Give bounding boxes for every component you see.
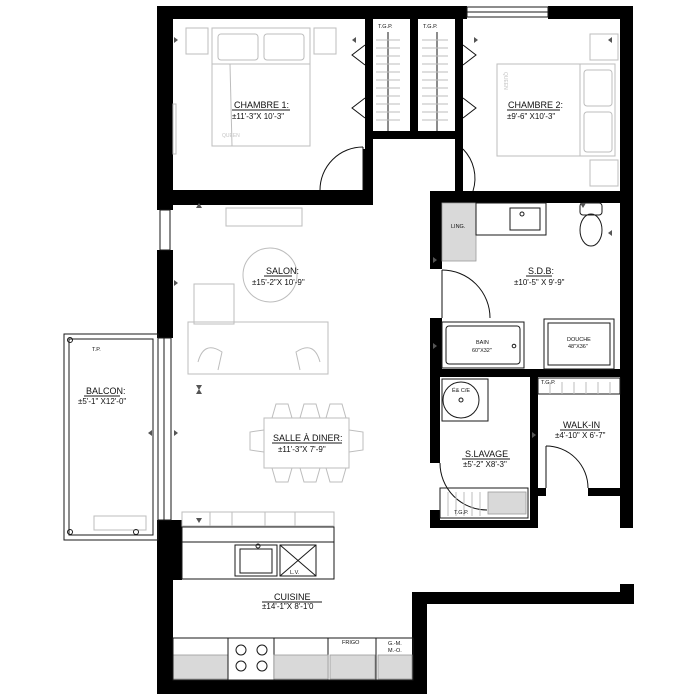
balcony-tp-label: T.P. bbox=[92, 347, 101, 353]
room-labels: CHAMBRE 1: ±11'-3"X 10'-3" CHAMBRE 2: ±9… bbox=[78, 100, 606, 611]
bath-label: BAIN bbox=[476, 340, 489, 346]
room-name-balcon: BALCON: bbox=[86, 386, 126, 396]
room-dims-diner: ±11'-3"X 7'-9" bbox=[278, 445, 326, 454]
room-dims-balcon: ±5'-1" X12'-0" bbox=[78, 397, 126, 406]
bed-size-label-1: QUEEN bbox=[222, 133, 240, 139]
doors bbox=[319, 146, 589, 511]
bed-size-label-2: QUEEN bbox=[502, 72, 508, 90]
room-dims-chambre2: ±9'-6" X10'-3" bbox=[507, 112, 555, 121]
room-name-salon: SALON: bbox=[266, 266, 299, 276]
shower-label: DOUCHE bbox=[567, 337, 591, 343]
chambre1-furniture: QUEEN bbox=[172, 27, 337, 155]
laundry-tgp-label: T.G.P. bbox=[454, 510, 469, 516]
room-name-chambre2: CHAMBRE 2: bbox=[508, 100, 563, 110]
room-name-lavage: S.LAVAGE bbox=[465, 449, 508, 459]
interior-walls bbox=[173, 19, 620, 528]
chambre2-furniture: QUEEN bbox=[496, 33, 619, 187]
exterior-walls bbox=[157, 6, 634, 694]
fridge-label: FRIGO bbox=[342, 640, 360, 646]
laundry-walkin: É& C/E T.G.P. T.G.P. bbox=[439, 377, 621, 519]
living-furniture bbox=[187, 207, 364, 483]
room-dims-cuisine: ±14'-1"X 8'-1'0 bbox=[262, 602, 314, 611]
washer-label: É& C/E bbox=[452, 387, 470, 394]
bath-size: 60"X32" bbox=[472, 348, 492, 354]
bathroom-fixtures: LING. BAIN 60"X32" DOUCHE 48"X36" bbox=[441, 202, 615, 370]
room-name-cuisine: CUISINE bbox=[274, 592, 311, 602]
shower-size: 48"X36" bbox=[568, 344, 588, 350]
room-dims-chambre1: ±11'-3"X 10'-3" bbox=[232, 112, 284, 121]
room-dims-walkin: ±4'-10" X 6'-7" bbox=[555, 431, 606, 440]
room-dims-sdb: ±10'-5" X 9'-9" bbox=[514, 278, 565, 287]
closets: T.G.P. T.G.P. bbox=[351, 24, 477, 131]
room-name-diner: SALLE À DINER: bbox=[273, 433, 343, 443]
microwave-label-1: G.-M. bbox=[388, 641, 402, 647]
room-dims-salon: ±15'-2"X 10'-9" bbox=[252, 278, 305, 287]
room-dims-lavage: ±5'-2" X8'-3" bbox=[463, 460, 507, 469]
closet-label-2: T.G.P. bbox=[423, 24, 438, 30]
balcony: T.P. bbox=[63, 333, 159, 541]
room-name-chambre1: CHAMBRE 1: bbox=[234, 100, 289, 110]
room-name-sdb: S.D.B: bbox=[528, 266, 554, 276]
markers bbox=[148, 37, 612, 523]
microwave-label-2: M.-O. bbox=[388, 648, 402, 654]
linen-label: LING. bbox=[451, 224, 466, 230]
kitchen: L.V. FRIGO G.-M. M.-O. bbox=[172, 511, 414, 681]
dishwasher-label: L.V. bbox=[290, 570, 300, 576]
closet-label-1: T.G.P. bbox=[378, 24, 393, 30]
room-name-walkin: WALK-IN bbox=[563, 420, 600, 430]
walkin-tgp-label: T.G.P. bbox=[541, 380, 556, 386]
